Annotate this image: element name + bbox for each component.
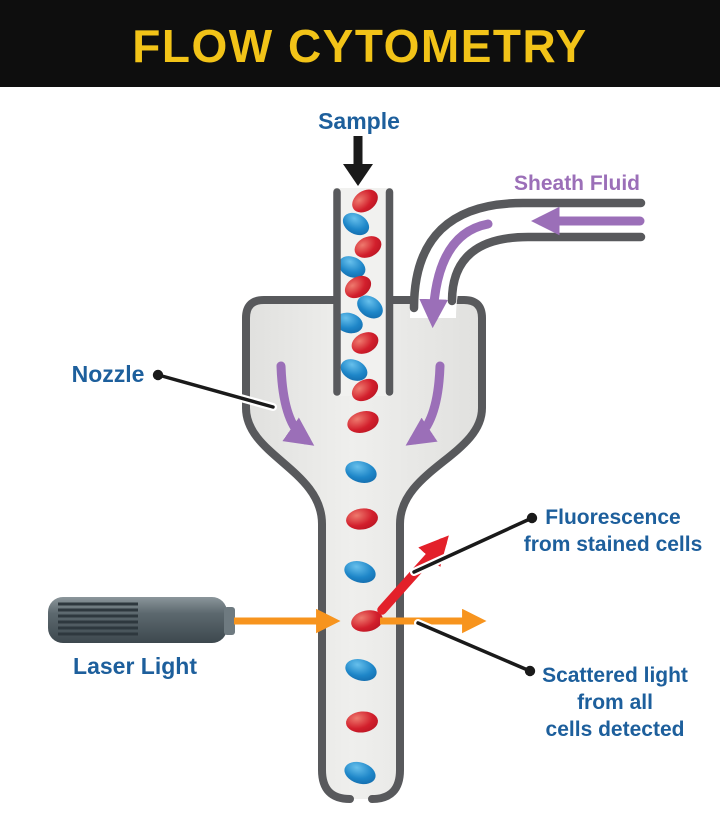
nozzle-callout-dot [152,369,164,381]
blood-cell-red [346,711,378,733]
scattered-label-line1: Scattered light [542,664,688,687]
fluorescence-callout-dot [526,512,538,524]
fluorescence-label: Fluorescence from stained cells [524,506,703,556]
fluorescence-label-line1: Fluorescence [545,506,680,529]
sheath-tube-inner-wall [447,232,646,306]
sample-label: Sample [318,108,400,134]
blood-cell-blue [338,256,366,278]
laser-tip [224,607,235,635]
blood-cell-blue [357,295,383,319]
scattered-label-line2: from all [577,691,653,714]
sample-arrow-shaft [353,136,363,166]
blood-cell-red [354,236,382,258]
page-title: FLOW CYTOMETRY [132,20,587,72]
nozzle-callout-line [160,374,275,409]
laser-grille [58,602,138,636]
sample-flow-arrow [343,136,373,186]
stream-cells [344,411,383,785]
sample-tube-cells [335,189,383,402]
laser-device [48,597,235,643]
fluorescence-arrow [377,535,449,615]
blood-cell-blue [344,761,376,785]
laser-light-label: Laser Light [73,653,197,679]
blood-cell-red [351,378,379,402]
funnel-flow-arrow-left [276,361,315,446]
blood-cell-blue [335,312,363,334]
scattered-callout-line [416,621,532,673]
fluorescence-label-line2: from stained cells [524,533,703,556]
blood-cell-red [352,189,378,213]
blood-cell-blue [342,212,370,236]
blood-cell-red [344,275,372,299]
blood-cell-blue [340,359,368,381]
blood-cell-blue [344,561,376,583]
scattered-callout-dot [524,665,536,677]
funnel-flow-arrow-right [405,361,445,446]
callouts [152,369,538,677]
sheath-tube-outer-wall [409,198,646,313]
header-bar [0,0,720,87]
sheath-fluid-label: Sheath Fluid [514,172,640,195]
blood-cell-red [347,411,379,433]
blood-cell-blue [345,659,377,681]
blood-cell-blue [345,461,377,483]
scattered-label-line3: cells detected [546,718,685,741]
nozzle-label: Nozzle [72,361,145,387]
blood-cell-red [346,508,378,530]
sheath-flow-arrow-curved [419,219,493,329]
scattered-light-label: Scattered light from all cells detected [542,664,688,741]
blood-cell-red [351,610,383,632]
sample-arrow-head [343,164,373,186]
fluorescence-callout-line [412,516,534,574]
blood-cell-red [351,332,379,354]
